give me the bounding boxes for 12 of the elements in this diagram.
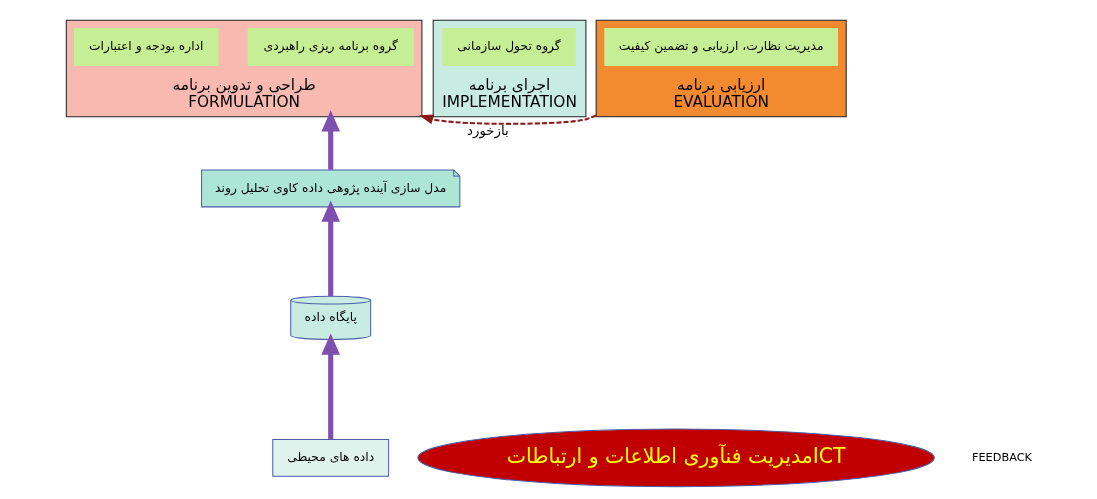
arrow <box>320 200 340 297</box>
arrow <box>418 114 597 125</box>
arrow <box>320 333 340 440</box>
node-box: داده های محیطی <box>271 438 389 477</box>
edge-label: بازخورد <box>466 122 509 138</box>
node-box: اداره بودجه و اعتبارات <box>73 28 218 66</box>
label: FEEDBACK <box>971 450 1032 464</box>
node-box: مدیریت نظارت، ارزیابی و تضمین کیفیت <box>603 28 838 66</box>
node-ellipse: مدیریت فنآوری اطلاعات و ارتباطاتICT <box>416 428 935 488</box>
arrow <box>320 110 340 170</box>
node-box: گروه تحول سازمانی <box>441 28 576 66</box>
node-box: گروه برنامه ریزی راهبردی <box>247 28 414 66</box>
